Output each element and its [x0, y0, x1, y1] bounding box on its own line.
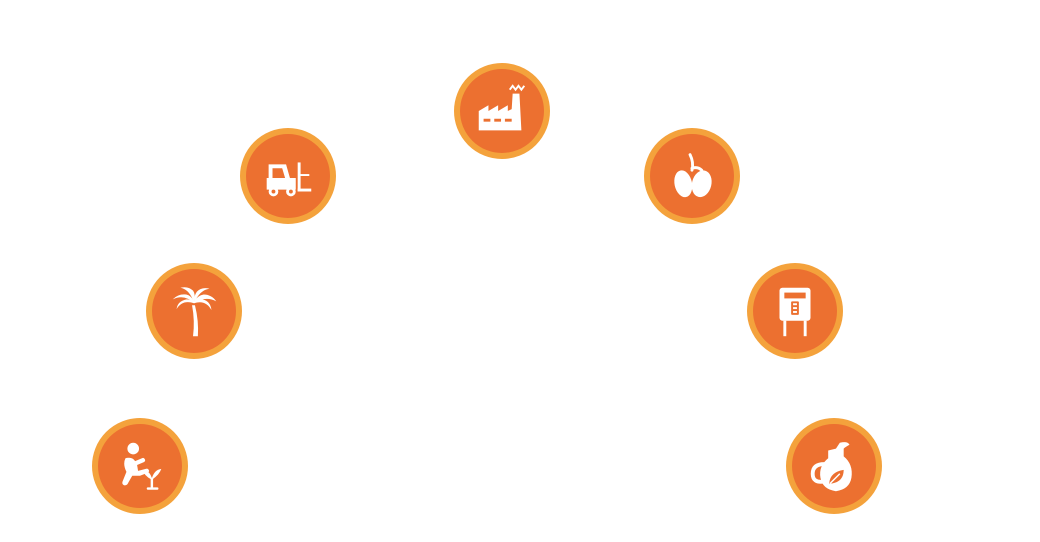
- step-palm-kernel: [644, 128, 740, 224]
- factory-icon: [478, 84, 526, 131]
- step-palm-oil: [786, 418, 882, 514]
- palm-tree-icon: [172, 287, 217, 337]
- step-harvest-transport: [240, 128, 336, 224]
- step-processing-mill: [454, 63, 550, 159]
- storage-tank-icon: [779, 287, 811, 337]
- step-planting: [92, 418, 188, 514]
- person-planting-seedling-icon: [122, 442, 162, 490]
- step-storage-tank: [747, 263, 843, 359]
- oil-jug-icon: [810, 442, 852, 492]
- step-palm-cultivation: [146, 263, 242, 359]
- palm-kernel-icon: [674, 153, 712, 198]
- forklift-icon: [266, 162, 312, 197]
